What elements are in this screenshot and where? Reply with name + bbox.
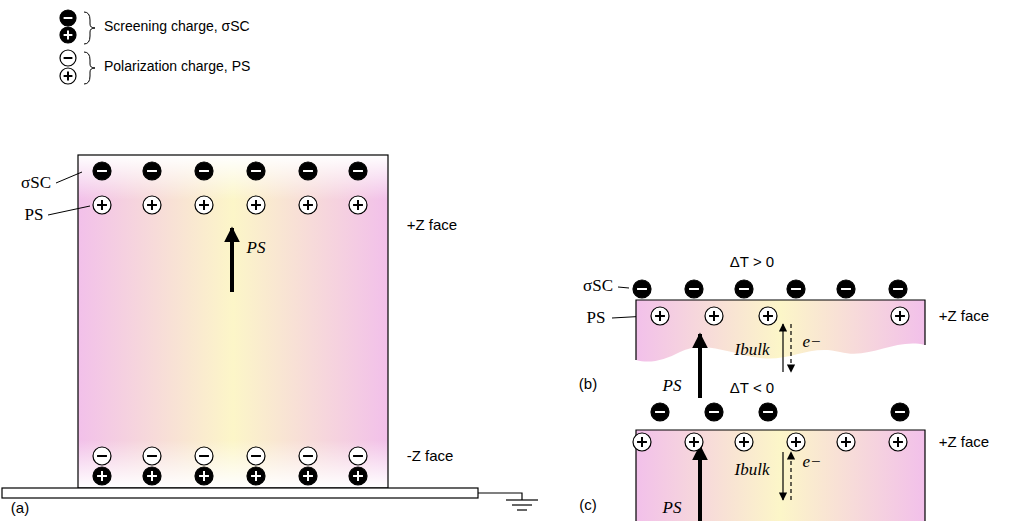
screening-charge bbox=[195, 162, 213, 180]
polarization-charge bbox=[143, 196, 161, 214]
panel-label: (a) bbox=[11, 500, 29, 517]
polarization-charge bbox=[349, 196, 367, 214]
polarization-charge bbox=[633, 433, 651, 451]
polarization-charge bbox=[93, 196, 111, 214]
screening-charge bbox=[891, 403, 909, 421]
current-label: Ibulk bbox=[735, 461, 770, 480]
polarization-arrow bbox=[698, 446, 702, 521]
crystal-a bbox=[78, 155, 388, 488]
screening-charge bbox=[247, 467, 265, 485]
polarization-charge bbox=[685, 433, 703, 451]
polarization-arrow bbox=[698, 334, 702, 398]
leader-lines bbox=[48, 172, 648, 318]
face-label: +Z face bbox=[939, 308, 989, 325]
polarization-charge bbox=[759, 307, 777, 325]
polarization-charge bbox=[93, 447, 111, 465]
charge-label: σSC bbox=[583, 277, 613, 296]
screening-charge bbox=[299, 162, 317, 180]
polarization-label: PS bbox=[25, 206, 44, 225]
panel-label: (b) bbox=[579, 376, 597, 393]
polarization-charge bbox=[891, 307, 909, 325]
screening-charge bbox=[349, 467, 367, 485]
legend-brace bbox=[84, 12, 95, 84]
screening-charge bbox=[651, 403, 669, 421]
polarization-charge bbox=[247, 196, 265, 214]
screening-charge bbox=[143, 162, 161, 180]
electrode-plate bbox=[2, 488, 478, 498]
screening-charge bbox=[889, 280, 907, 298]
polarization-label: PS bbox=[587, 309, 606, 328]
polarization-charge bbox=[299, 447, 317, 465]
current-label: Ibulk bbox=[735, 341, 770, 360]
face-label: -Z face bbox=[407, 448, 454, 465]
screening-charge bbox=[247, 162, 265, 180]
condition-label: ΔT > 0 bbox=[730, 254, 774, 271]
current-arrows bbox=[783, 452, 791, 500]
crystal-c bbox=[636, 430, 925, 521]
polarization-charge bbox=[837, 433, 855, 451]
screening-charge bbox=[633, 280, 651, 298]
polarization-arrow bbox=[230, 228, 234, 292]
screening-charge bbox=[759, 403, 777, 421]
screening-charge bbox=[195, 467, 213, 485]
screening-charge bbox=[705, 403, 723, 421]
polarization-label: PS bbox=[247, 239, 266, 258]
screening-charge bbox=[787, 280, 805, 298]
screening-charge bbox=[60, 10, 76, 26]
legend-text: Polarization charge, PS bbox=[104, 59, 250, 74]
polarization-charge bbox=[195, 447, 213, 465]
screening-charge bbox=[93, 467, 111, 485]
screening-charge bbox=[735, 280, 753, 298]
polarization-charge bbox=[889, 433, 907, 451]
polarization-charge bbox=[299, 196, 317, 214]
crystal-b bbox=[636, 300, 925, 362]
screening-charge bbox=[349, 162, 367, 180]
panel-label: (c) bbox=[579, 497, 597, 514]
screening-charge bbox=[837, 280, 855, 298]
legend-text: Screening charge, σSC bbox=[104, 19, 250, 34]
condition-label: ΔT < 0 bbox=[730, 380, 774, 397]
screening-charge bbox=[60, 27, 76, 43]
electron-label: e− bbox=[802, 333, 821, 352]
polarization-charge bbox=[195, 196, 213, 214]
polarization-charge bbox=[60, 68, 76, 84]
polarization-charge bbox=[735, 433, 753, 451]
current-arrows bbox=[783, 324, 791, 372]
polarization-charge bbox=[705, 307, 723, 325]
screening-charge bbox=[299, 467, 317, 485]
polarization-label: PS bbox=[663, 377, 682, 396]
polarization-charge bbox=[651, 307, 669, 325]
electron-label: e− bbox=[802, 453, 821, 472]
polarization-charge bbox=[60, 50, 76, 66]
charge-label: σSC bbox=[21, 174, 51, 193]
polarization-charge bbox=[349, 447, 367, 465]
screening-charge bbox=[143, 467, 161, 485]
screening-charge bbox=[685, 280, 703, 298]
charge-symbols bbox=[60, 10, 909, 485]
polarization-charge bbox=[247, 447, 265, 465]
ground-symbol bbox=[478, 493, 538, 510]
polarization-charge bbox=[143, 447, 161, 465]
face-label: +Z face bbox=[939, 434, 989, 451]
face-label: +Z face bbox=[407, 217, 457, 234]
polarization-charge bbox=[787, 433, 805, 451]
polarization-label: PS bbox=[663, 499, 682, 518]
screening-charge bbox=[93, 162, 111, 180]
